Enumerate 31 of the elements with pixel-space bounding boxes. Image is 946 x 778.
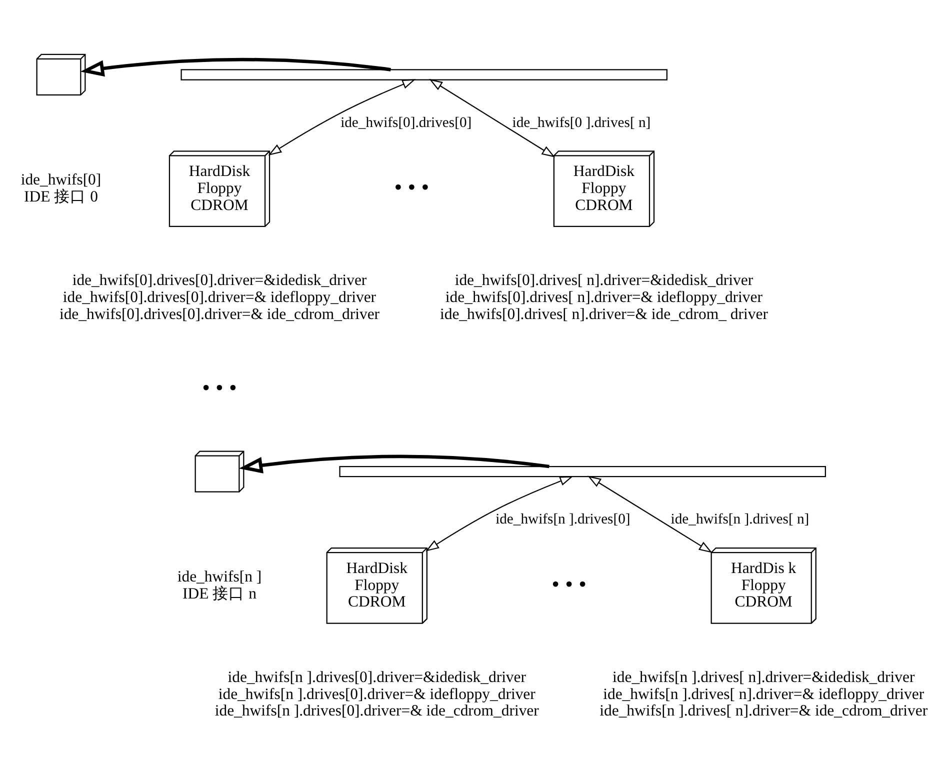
node-label: ide_hwifs[0].drives[0].driver=&idedisk_driver [72,272,367,289]
edge-label: ide_hwifs[0].drives[0] [340,114,472,130]
node-label: ide_hwifs[n ].drives[ n].driver=& idefloppy_driver [603,685,924,702]
node-bar [339,465,826,477]
arrow [429,78,556,157]
edge-label: ide_hwifs[n ].drives[0] [496,511,630,528]
label: • • • [394,174,430,199]
node-label: ide_hwifs[n ].drives[0].driver=& ide_cdrom_driver [214,702,539,720]
node-label: ide_hwifs[n ].drives[0].driver=& idefloppy_driver [218,685,536,702]
node-label: ide_hwifs[0] [20,171,102,188]
label: • • • [202,374,237,400]
node-label: IDE 接口 0 [24,188,98,205]
node-label: ide_hwifs[n ] [177,568,262,585]
node-bar [180,68,668,80]
node-label: ide_hwifs[n ].drives[ n].driver=& ide_cdrom_driver [600,702,928,720]
arrow [238,454,550,473]
node-label: ide_hwifs[n ].drives[0].driver=&idedisk_driver [228,668,526,686]
arrow [268,78,416,156]
node-label: ide_hwifs[0].drives[ n].driver=& idefloppy_driver [445,288,762,306]
node-label: ide_hwifs[0].drives[0].driver=& idefloppy_driver [62,288,376,306]
node-label: ide_hwifs[0].drives[ n].driver=& ide_cdrom_ driver [440,305,768,322]
node-label: ide_hwifs[0].drives[0].driver=& ide_cdrom_driver [59,305,380,322]
node-label: ide_hwifs[n ].drives[ n].driver=&idedisk_driver [612,668,915,686]
arrow [588,475,712,552]
node-label: IDE 接口 n [182,584,256,602]
arrow [426,476,574,551]
edge-label: ide_hwifs[0 ].drives[ n] [512,114,651,130]
arrow [80,57,391,76]
edge-label: ide_hwifs[n ].drives[ n] [670,511,810,528]
label: • • • [552,570,587,596]
node-label: ide_hwifs[0].drives[ n].driver=&idedisk_driver [454,272,754,289]
